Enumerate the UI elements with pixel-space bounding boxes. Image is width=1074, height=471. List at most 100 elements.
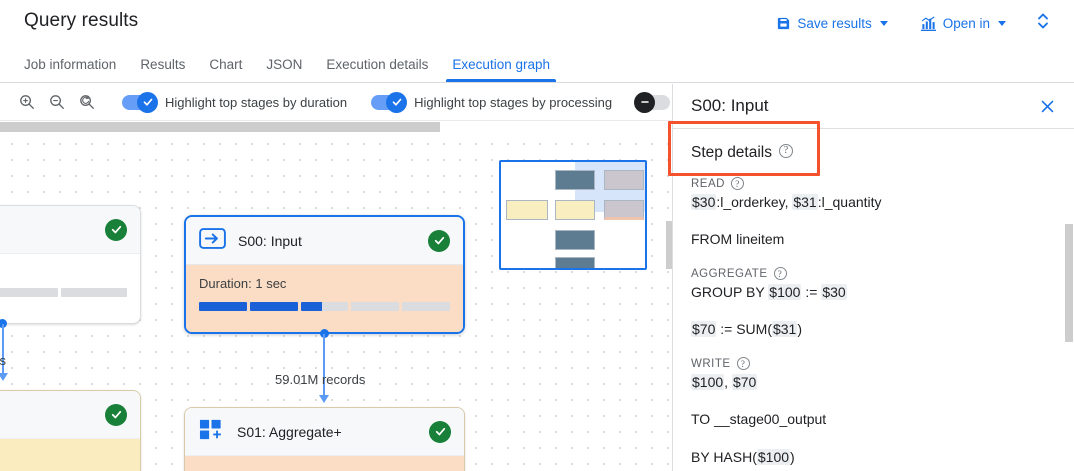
minimap-node: [604, 170, 644, 190]
node-title: S01: Aggregate+: [237, 423, 342, 440]
graph-canvas[interactable]: ecords: [0, 133, 672, 471]
step-details-heading-row: Step details ?: [691, 143, 1056, 162]
section-label-text: WRITE: [691, 357, 731, 370]
close-icon[interactable]: [1034, 93, 1060, 119]
toggle-highlight-processing[interactable]: Highlight top stages by processing: [359, 84, 624, 120]
minimap-node: [604, 200, 644, 220]
progress-segment: [300, 302, 349, 311]
aggregate-plus-icon: [198, 417, 225, 447]
minimap-node: [506, 200, 548, 220]
graph-horizontal-scrollbar[interactable]: [0, 121, 672, 133]
progress-segment: [249, 302, 298, 311]
success-check-icon: [428, 229, 450, 252]
page-title: Query results: [24, 10, 139, 31]
toggle-knob: [634, 91, 656, 113]
graph-node-left-bottom[interactable]: [0, 390, 141, 471]
edge-label: ecords: [0, 353, 7, 368]
help-circle-icon[interactable]: ?: [730, 177, 744, 190]
node-body: [0, 439, 140, 471]
node-duration-label: Duration: 1 sec: [199, 276, 287, 291]
edge-arrow-icon: [0, 373, 8, 381]
section-line-sum: $70 := SUM($31): [691, 321, 803, 337]
zoom-controls: [0, 89, 110, 115]
node-body: [0, 254, 140, 297]
panel-header: S00: Input: [673, 84, 1074, 128]
scrollbar-thumb[interactable]: [0, 122, 440, 132]
graph-node-left-top[interactable]: [0, 205, 141, 324]
tab-results[interactable]: Results: [140, 56, 186, 72]
section-label-write: WRITE ?: [691, 357, 1056, 370]
node-body: [185, 456, 464, 471]
help-circle-icon[interactable]: ?: [779, 143, 793, 158]
tab-execution-graph[interactable]: Execution graph: [440, 57, 562, 83]
section-line-group-by: GROUP BY $100 := $30: [691, 284, 847, 300]
graph-vertical-scrollbar[interactable]: [666, 221, 672, 269]
success-check-icon: [105, 403, 127, 426]
section-line-write-by: BY HASH($100): [691, 449, 795, 465]
help-circle-icon[interactable]: ?: [773, 267, 787, 280]
graph-minimap[interactable]: [499, 160, 647, 270]
chart-bar-icon: [920, 16, 937, 31]
edge-label-records: 59.01M records: [275, 372, 366, 387]
graph-node-s00-input[interactable]: S00: Input Duration: 1 sec: [184, 215, 465, 334]
node-header: [0, 391, 140, 439]
edge-connector-dot: [0, 319, 7, 328]
section-line-write-cols: $100, $70: [691, 374, 758, 390]
node-body: Duration: 1 sec: [186, 265, 463, 332]
toggle-knob: [137, 91, 158, 113]
tab-json[interactable]: JSON: [266, 56, 303, 72]
section-line-write-to: TO __stage00_output: [691, 411, 827, 427]
step-details-heading: Step details: [691, 144, 772, 161]
node-title: S00: Input: [238, 232, 302, 249]
tab-job-information[interactable]: Job information: [24, 56, 117, 72]
minimap-node: [555, 230, 595, 250]
execution-graph-area: ecords: [0, 121, 672, 471]
panel-title: S00: Input: [691, 96, 769, 115]
graph-toolbar: Highlight top stages by duration Highlig…: [0, 84, 672, 121]
section-label-text: AGGREGATE: [691, 267, 768, 280]
tab-bar: Job information Results Chart JSON Execu…: [0, 46, 1074, 83]
progress-segment: [402, 302, 450, 311]
toggle-switch-third[interactable]: [634, 91, 671, 113]
chevron-down-icon: [998, 20, 1006, 26]
progress-bar: [199, 302, 450, 311]
zoom-reset-icon[interactable]: [74, 89, 100, 115]
toggle-label-duration: Highlight top stages by duration: [165, 94, 348, 110]
panel-divider: [673, 128, 1074, 129]
progress-segment: [199, 302, 247, 311]
node-header: [0, 206, 140, 254]
expand-collapse-icon[interactable]: [1026, 5, 1060, 42]
zoom-out-icon[interactable]: [44, 89, 70, 115]
tab-chart[interactable]: Chart: [209, 56, 243, 72]
section-label-read: READ ?: [691, 177, 1056, 190]
save-icon: [776, 16, 791, 31]
tab-execution-details[interactable]: Execution details: [326, 56, 429, 72]
toggle-switch-duration[interactable]: [122, 91, 158, 113]
section-label-text: READ: [691, 177, 725, 190]
section-line-read-from: FROM lineitem: [691, 231, 785, 247]
input-arrow-icon: [199, 226, 226, 256]
minimap-node: [555, 170, 595, 190]
progress-segment: [351, 302, 400, 311]
node-header: S01: Aggregate+: [185, 408, 464, 456]
zoom-in-icon[interactable]: [14, 89, 40, 115]
success-check-icon: [429, 420, 451, 443]
open-in-button[interactable]: Open in: [912, 10, 1014, 37]
node-header: S00: Input: [186, 217, 463, 265]
header-actions: Save results Open in: [768, 0, 1060, 46]
graph-node-s01-aggregate[interactable]: S01: Aggregate+: [184, 407, 465, 471]
section-line-read-columns: $30:l_orderkey, $31:l_quantity: [691, 194, 882, 210]
minimap-node: [555, 257, 595, 268]
chevron-down-icon: [879, 20, 888, 26]
panel-body: Step details ? READ ? $30:l_orderkey, $3…: [673, 129, 1074, 468]
help-circle-icon[interactable]: ?: [736, 357, 750, 370]
step-details-panel: S00: Input Step details ? READ ? $30:l_o…: [672, 84, 1074, 471]
save-results-button[interactable]: Save results: [768, 10, 895, 37]
panel-scrollbar-thumb[interactable]: [1065, 224, 1073, 342]
open-in-label: Open in: [942, 15, 990, 31]
toggle-highlight-duration[interactable]: Highlight top stages by duration: [110, 84, 359, 120]
toggle-third-option[interactable]: [624, 84, 682, 120]
minimap-node: [555, 200, 595, 220]
toggle-switch-processing[interactable]: [371, 91, 408, 113]
